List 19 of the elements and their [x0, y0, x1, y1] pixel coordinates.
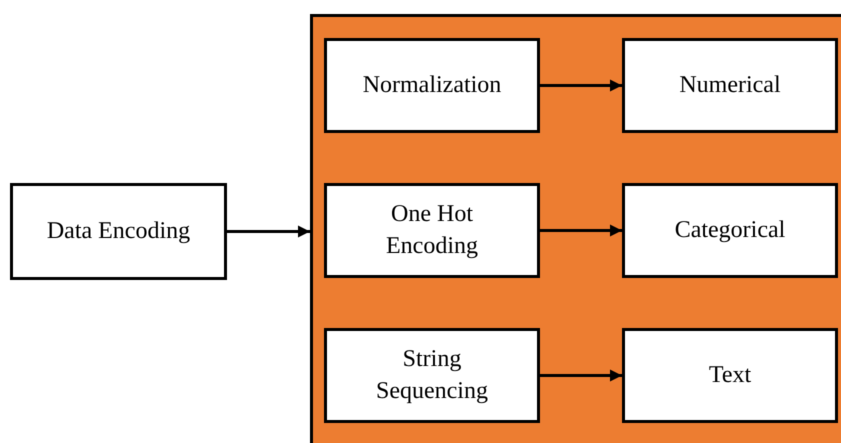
box-label: One Hot Encoding — [385, 200, 479, 260]
process-box — [622, 328, 838, 423]
box-label: Normalization — [362, 70, 502, 100]
box-label: Numerical — [679, 70, 781, 100]
panel-background — [310, 14, 841, 443]
process-box — [622, 38, 838, 133]
process-box — [324, 183, 540, 278]
process-box — [622, 183, 838, 278]
arrow — [227, 226, 310, 238]
arrow — [540, 224, 622, 236]
box-label: String Sequencing — [375, 345, 489, 406]
process-box — [10, 183, 227, 280]
process-box — [324, 38, 540, 133]
box-label: Data Encoding — [46, 216, 190, 246]
arrow — [540, 80, 622, 92]
box-label: Categorical — [674, 216, 786, 245]
box-label: Text — [708, 360, 752, 390]
arrow — [540, 370, 622, 382]
process-box — [324, 328, 540, 423]
